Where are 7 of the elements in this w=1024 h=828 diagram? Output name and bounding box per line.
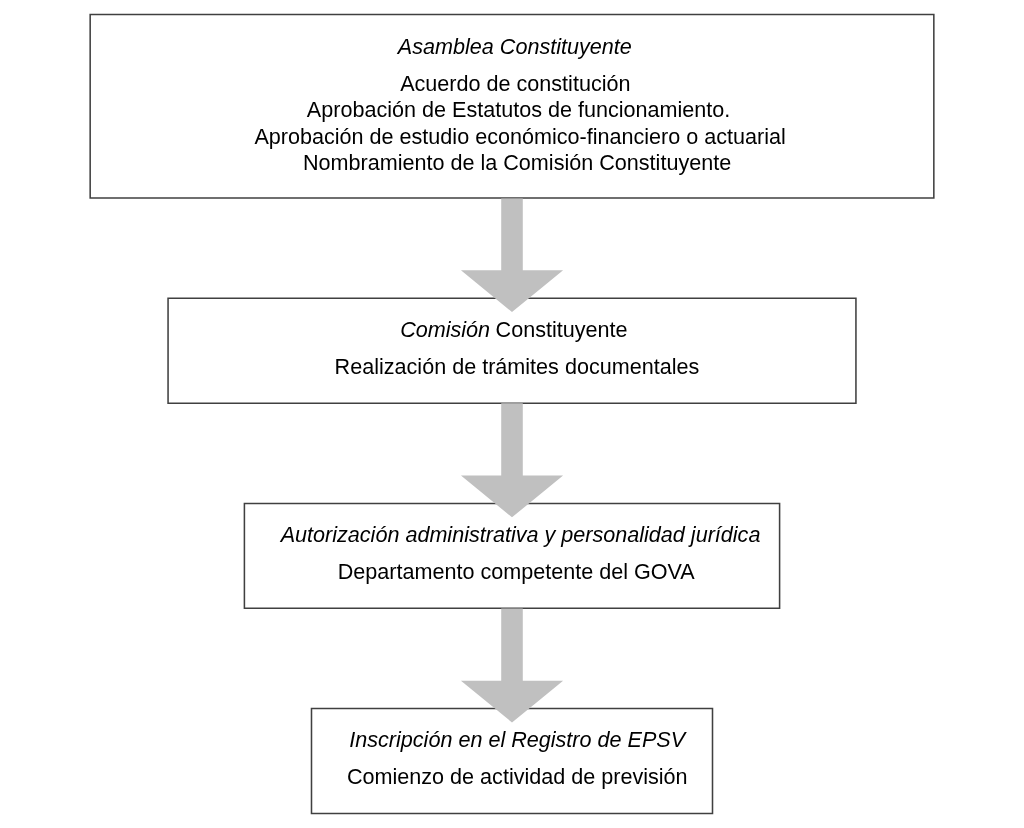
arrow (460, 403, 564, 518)
arrow (460, 198, 564, 313)
node-box: Comisión Constituyente Realización de trámites documentales (167, 297, 857, 404)
node-box: Asamblea Constituyente Acuerdo de constitución Aprobación de Estatutos de funcionamiento. Aprobación de estudio económico-financiero o actuarial Nombramiento de la Comisión Constituyente (89, 13, 935, 199)
node-box: Inscripción en el Registro de EPSV Comienzo de actividad de previsión (310, 707, 714, 815)
arrow (460, 608, 564, 723)
node-box: Autorización administrativa y personalidad jurídica Departamento competente del GOVA (243, 502, 781, 610)
